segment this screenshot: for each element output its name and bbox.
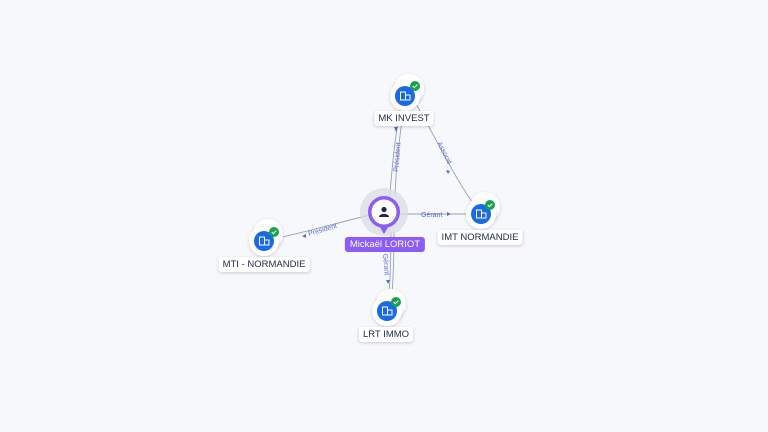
arrow-mk: [394, 127, 398, 132]
company-node-mti-normandie[interactable]: [249, 219, 283, 256]
person-icon: [379, 206, 389, 217]
company-node-imt-normandie[interactable]: [466, 192, 500, 229]
edge-arrows: [302, 127, 451, 284]
edge-label-person-mti: Président: [308, 223, 338, 238]
building-icon: [400, 91, 411, 101]
verified-check-icon: [391, 297, 401, 307]
arrow-imt: [446, 170, 450, 174]
person-node[interactable]: [360, 188, 408, 236]
arrow-mti: [302, 234, 306, 238]
verified-check-icon: [410, 81, 420, 91]
company-node-mk-invest[interactable]: [390, 74, 424, 111]
edge-label-person-imt: Gérant: [421, 212, 442, 219]
verified-check-icon: [485, 200, 495, 210]
edge-label-person-lrt: Gérant: [381, 254, 390, 276]
arrow-lrt: [386, 280, 390, 284]
company-label-mk-invest[interactable]: MK INVEST: [374, 111, 434, 126]
company-label-lrt-immo[interactable]: LRT IMMO: [358, 327, 414, 342]
person-name-label[interactable]: Mickaël LORIOT: [344, 237, 426, 252]
edge-label-person-mk: Président: [393, 142, 403, 172]
edge-label-mk-imt: Associé: [435, 141, 452, 166]
arrow-imt-2: [447, 212, 451, 216]
company-node-lrt-immo[interactable]: [372, 289, 406, 326]
verified-check-icon: [269, 227, 279, 237]
company-label-imt-normandie[interactable]: IMT NORMANDIE: [437, 230, 523, 245]
edge-person-mk[interactable]: [389, 99, 403, 196]
company-label-mti-normandie[interactable]: MTI - NORMANDIE: [218, 257, 310, 272]
building-icon: [259, 236, 270, 246]
building-icon: [476, 209, 487, 219]
building-icon: [382, 306, 393, 316]
